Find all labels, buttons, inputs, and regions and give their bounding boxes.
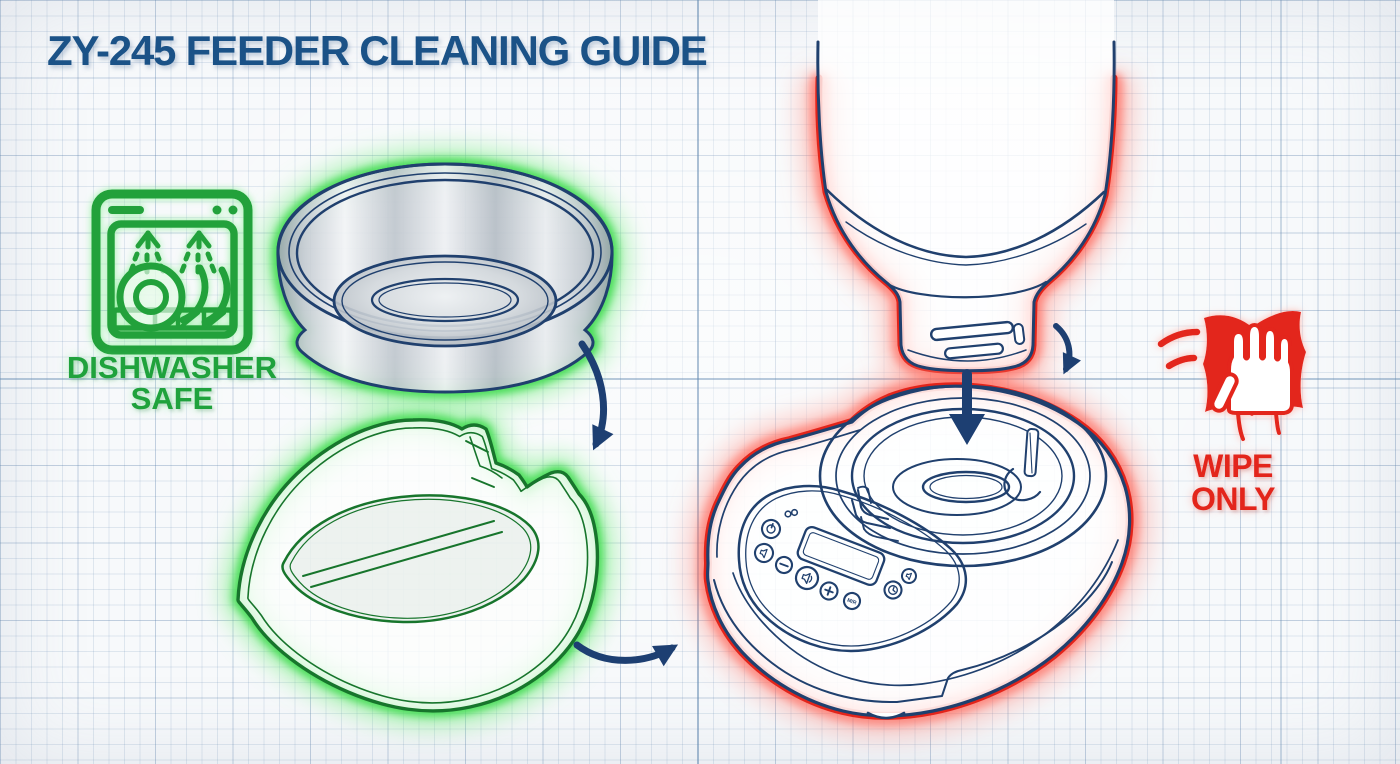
speaker-button [753,542,775,564]
dishwasher-safe-line2: SAFE [130,381,214,416]
flow-arrows [573,323,1081,667]
food-hopper [816,0,1116,373]
wipe-only-label: WIPE ONLY [1133,450,1333,516]
bowl-holder-tray [236,418,600,713]
stainless-steel-bowl [276,162,614,394]
svg-text:M/R: M/R [846,597,857,606]
motion-lines-icon [1157,328,1201,370]
page-title: ZY-245 FEEDER CLEANING GUIDE [47,27,708,74]
feed-button [794,565,820,591]
lcd-display [796,525,886,587]
wipe-only-line2: ONLY [1191,481,1275,517]
minus-button [774,555,794,575]
hand-shape [1210,323,1294,441]
dishwasher-safe-label: DISHWASHER SAFE [41,352,303,414]
wipe-only-line1: WIPE [1193,448,1273,484]
mr-button: M/R [842,591,862,611]
feeder-base-unit: M/R [705,384,1132,720]
dishwasher-safe-line1: DISHWASHER [66,350,278,385]
mic-button [901,568,917,584]
bowl-to-tray-arrow [578,340,614,451]
clock-button [883,580,903,600]
dishwasher-icon [91,189,253,355]
power-button [760,518,782,540]
hopper-into-base-arrow [949,369,985,445]
hand-wipe-cloth-icon [1157,310,1306,441]
hopper-lower-arrow [1053,323,1081,375]
plus-button [819,581,839,601]
tray-to-base-arrow [573,641,679,667]
led-indicator [784,510,792,518]
